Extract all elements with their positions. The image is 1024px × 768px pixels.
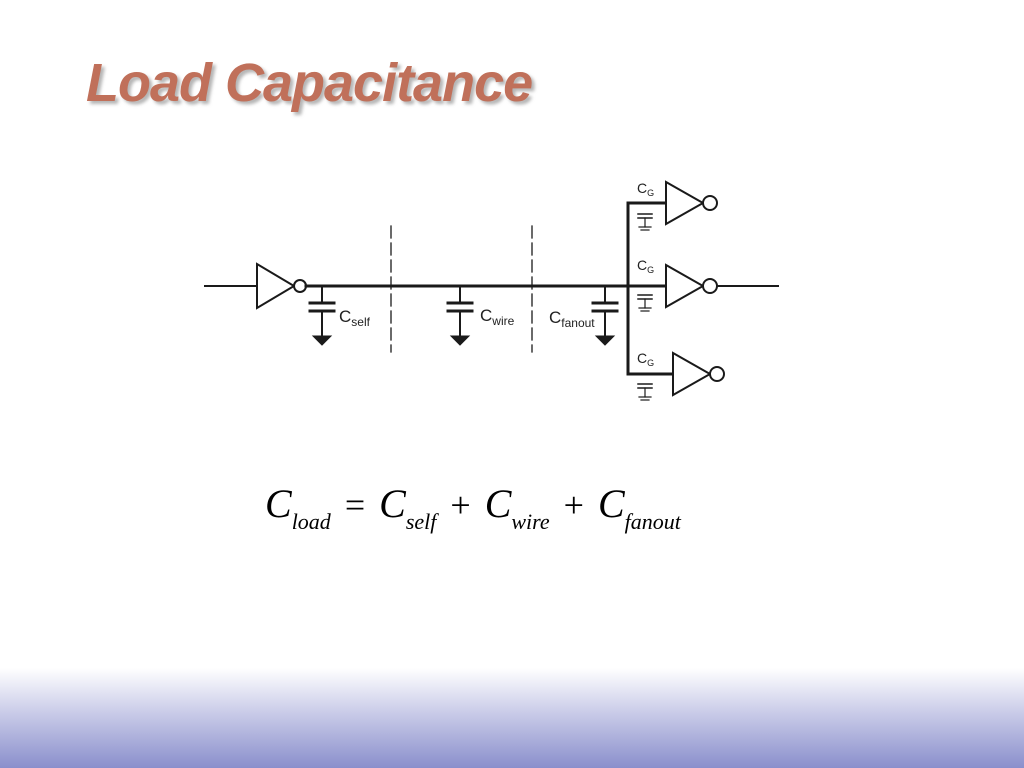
c-fanout-label: Cfanout xyxy=(549,308,595,330)
load-inverter-bottom-triangle xyxy=(672,351,713,397)
c-wire-capacitor xyxy=(446,285,474,346)
eq-plus-1: + xyxy=(450,485,471,525)
eq-term-self-symbol: C xyxy=(379,481,406,526)
c-self-label: Cself xyxy=(339,307,371,329)
cg-capacitor-bottom xyxy=(637,383,653,401)
c-wire-label: Cwire xyxy=(480,306,515,328)
eq-term-self-subscript: self xyxy=(405,509,437,534)
footer-gradient-band xyxy=(0,668,1024,768)
c-self-capacitor xyxy=(308,285,336,346)
load-inverter-middle-triangle xyxy=(665,263,706,309)
eq-term-fanout-symbol: C xyxy=(597,481,625,526)
load-inverter-top-triangle xyxy=(665,180,706,226)
eq-lhs-subscript: load xyxy=(291,509,331,534)
cg-capacitor-top xyxy=(637,213,653,231)
eq-term-wire-subscript: wire xyxy=(511,509,550,534)
eq-plus-2: + xyxy=(563,485,584,525)
eq-term-fanout-subscript: fanout xyxy=(624,509,681,534)
eq-equals: = xyxy=(344,485,366,525)
cg-label-middle: CG xyxy=(637,257,654,275)
cg-capacitor-middle xyxy=(637,294,653,312)
driver-inverter-triangle xyxy=(256,262,296,310)
cg-label-bottom: CG xyxy=(637,350,654,368)
load-capacitance-equation: Cload = Cself + Cwire + Cfanout xyxy=(265,480,681,535)
cg-label-top: CG xyxy=(637,180,654,198)
load-inverter-bottom-bubble xyxy=(709,366,725,382)
driver-inverter-bubble xyxy=(293,279,307,293)
load-inverter-top-bubble xyxy=(702,195,718,211)
eq-term-wire-symbol: C xyxy=(484,481,512,526)
eq-lhs-symbol: C xyxy=(265,481,292,526)
load-inverter-middle-bubble xyxy=(702,278,718,294)
c-fanout-capacitor xyxy=(591,285,619,346)
slide-title: Load Capacitance xyxy=(86,53,533,113)
